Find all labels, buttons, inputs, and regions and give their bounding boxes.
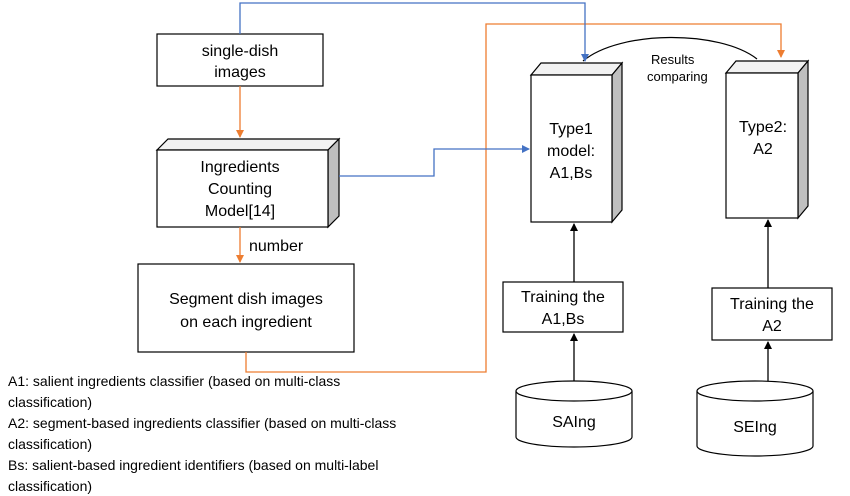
legend-line-2: classification): [8, 394, 93, 410]
train2-line1: Training the: [730, 296, 814, 313]
results-line1: Results: [651, 52, 695, 67]
arrow-segment-to-type2: [245, 23, 785, 373]
single-dish-line2: images: [214, 64, 266, 81]
counting-model-cube: Ingredients Counting Model[14]: [155, 137, 341, 229]
segment-line2: on each ingredient: [180, 314, 312, 331]
legend-line-3: A2: segment-based ingredients classifier…: [8, 415, 397, 431]
segment-box: Segment dish images on each ingredient: [137, 263, 355, 353]
type1-line1: Type1: [549, 121, 593, 138]
type2-line1: Type2:: [739, 119, 787, 136]
training-a2-box: Training the A2: [711, 287, 833, 341]
saing-label: SAIng: [552, 414, 596, 431]
type2-line2: A2: [753, 141, 773, 158]
results-line2: comparing: [647, 69, 708, 84]
number-label: number: [249, 238, 304, 255]
legend-line-1: A1: salient ingredients classifier (base…: [8, 373, 341, 389]
arrow-counting-to-type1: [339, 145, 530, 177]
type1-line2: model:: [547, 143, 595, 160]
legend-line-5: Bs: salient-based ingredient identifiers…: [8, 457, 379, 473]
train1-line2: A1,Bs: [542, 311, 585, 328]
legend-line-4: classification): [8, 436, 93, 452]
type1-line3: A1,Bs: [550, 165, 593, 182]
segment-line1: Segment dish images: [169, 291, 323, 308]
single-dish-line1: single-dish: [202, 43, 278, 60]
arrow-images-to-type1: [239, 2, 589, 62]
legend-line-6: classification): [8, 478, 93, 494]
counting-line3: Model[14]: [205, 203, 275, 220]
training-a1bs-box: Training the A1,Bs: [502, 281, 624, 333]
counting-line1: Ingredients: [200, 159, 279, 176]
type1-model-cube: Type1 model: A1,Bs: [529, 61, 624, 224]
type2-model-cube: Type2: A2: [724, 59, 810, 220]
seing-label: SEIng: [733, 419, 777, 436]
train2-line2: A2: [762, 318, 782, 335]
train1-line1: Training the: [521, 289, 605, 306]
results-arc: [582, 36, 758, 62]
single-dish-images-box: single-dish images: [156, 33, 324, 87]
counting-line2: Counting: [208, 181, 272, 198]
saing-database: SAIng: [515, 380, 633, 448]
seing-database: SEIng: [696, 380, 814, 457]
legend: A1: salient ingredients classifier (base…: [8, 371, 488, 496]
